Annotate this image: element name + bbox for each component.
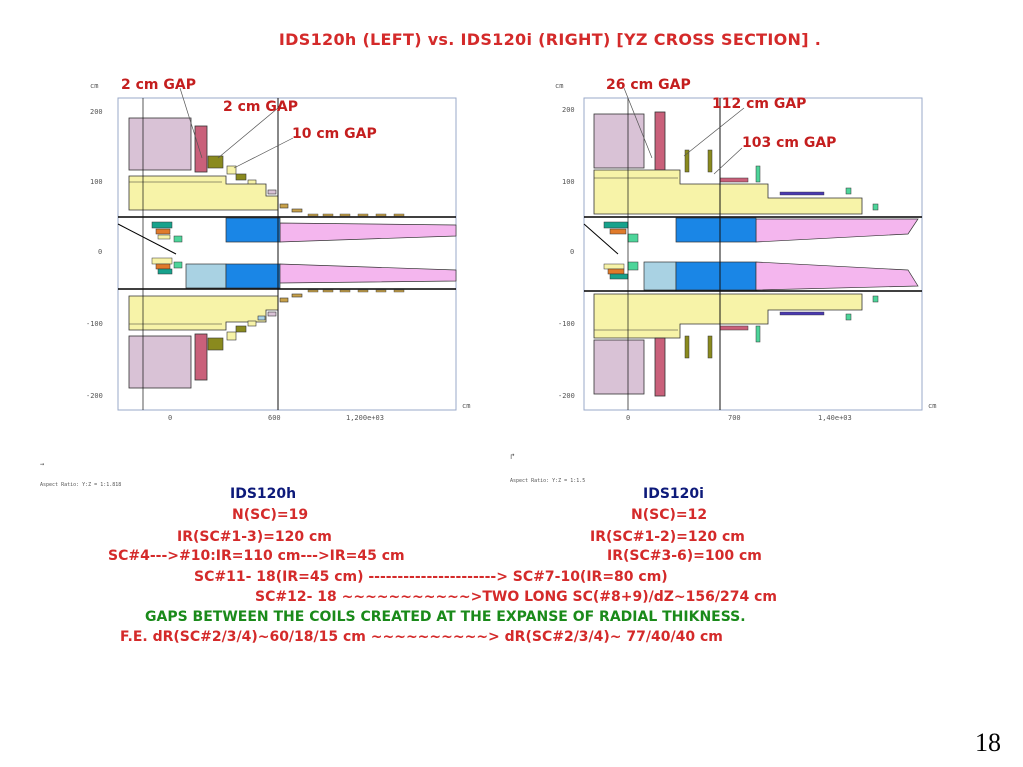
right-coil-pink-bottom bbox=[654, 337, 666, 397]
left-axis-indicator-icon: → bbox=[40, 460, 45, 468]
right-gap-label-2: 112 cm GAP bbox=[712, 96, 807, 112]
left-y-tick: 200 bbox=[90, 108, 103, 116]
right-y-tick: -200 bbox=[558, 392, 575, 400]
left-y-tick: 0 bbox=[98, 248, 103, 256]
left-gap-label-3: 10 cm GAP bbox=[292, 126, 377, 142]
page-number: 18 bbox=[975, 728, 1001, 757]
left-coil-pink-top bbox=[194, 125, 208, 173]
left-y-tick: -100 bbox=[86, 320, 103, 328]
left-taper-bottom bbox=[279, 263, 457, 284]
ir-right: IR(SC#1-2)=120 cm bbox=[590, 529, 745, 545]
left-gap-label-2: 2 cm GAP bbox=[223, 99, 298, 115]
right-coil-lilac-top bbox=[593, 113, 645, 169]
left-coil-pink-bottom bbox=[194, 333, 208, 381]
left-x-tick: 1,200e+03 bbox=[346, 414, 384, 422]
left-y-tick: -200 bbox=[86, 392, 103, 400]
ir-left: IR(SC#1-3)=120 cm bbox=[177, 529, 332, 545]
nsc-right: N(SC)=12 bbox=[631, 507, 708, 523]
right-y-tick: 100 bbox=[562, 178, 575, 186]
left-y-tick: 100 bbox=[90, 178, 103, 186]
right-x-unit: cm bbox=[928, 402, 937, 410]
left-shield-lightblue bbox=[185, 263, 227, 289]
left-x-unit: cm bbox=[462, 402, 471, 410]
left-aspect-note: Aspect Ratio: Y:Z = 1:1.818 bbox=[40, 482, 122, 488]
left-x-tick: 600 bbox=[268, 414, 281, 422]
label-ids120h: IDS120h bbox=[230, 486, 297, 502]
left-coil-lilac-top bbox=[128, 117, 192, 171]
left-coil-lilac-bottom bbox=[128, 335, 192, 389]
left-x-tick: 0 bbox=[168, 414, 173, 422]
right-shield-blue-top bbox=[675, 217, 757, 243]
right-cross-section-plot bbox=[583, 87, 923, 411]
right-y-tick: 200 bbox=[562, 106, 575, 114]
right-aspect-note: Aspect Ratio: Y:Z = 1:1.5 bbox=[510, 478, 586, 484]
gaps-line: GAPS BETWEEN THE COILS CREATED AT THE EX… bbox=[145, 609, 746, 625]
right-y-tick: 0 bbox=[570, 248, 575, 256]
right-x-tick: 0 bbox=[626, 414, 631, 422]
right-coil-pink-top bbox=[654, 111, 666, 171]
page-title: IDS120h (LEFT) vs. IDS120i (RIGHT) [YZ C… bbox=[278, 30, 822, 49]
right-x-tick: 1,40e+03 bbox=[818, 414, 852, 422]
right-yellow-vessel-top bbox=[593, 169, 863, 215]
right-gap-label-3: 103 cm GAP bbox=[742, 135, 837, 151]
right-axis-indicator-icon: ↱ bbox=[510, 452, 515, 461]
right-x-tick: 700 bbox=[728, 414, 741, 422]
right-taper-bottom bbox=[755, 261, 919, 291]
sc4-left: SC#4--->#10:IR=110 cm--->IR=45 cm bbox=[108, 548, 405, 564]
right-gap-label-1: 26 cm GAP bbox=[606, 77, 691, 93]
right-shield-lightblue bbox=[643, 261, 677, 291]
label-ids120i: IDS120i bbox=[643, 486, 704, 502]
right-y-tick: -100 bbox=[558, 320, 575, 328]
sc11-line: SC#11- 18(IR=45 cm) --------------------… bbox=[194, 569, 668, 585]
left-shield-blue-bottom bbox=[225, 263, 281, 289]
fe-line: F.E. dR(SC#2/3/4)~60/18/15 cm ~~~~~~~~~~… bbox=[120, 629, 723, 645]
sc4-right: IR(SC#3-6)=100 cm bbox=[607, 548, 762, 564]
left-y-unit: cm bbox=[90, 82, 99, 90]
left-yellow-vessel-top bbox=[128, 175, 279, 211]
right-y-unit: cm bbox=[555, 82, 564, 90]
left-gap-label-1: 2 cm GAP bbox=[121, 77, 196, 93]
nsc-left: N(SC)=19 bbox=[232, 507, 309, 523]
left-shield-blue-top bbox=[225, 217, 281, 243]
sc12-line: SC#12- 18 ~~~~~~~~~~~>TWO LONG SC(#8+9)/… bbox=[255, 589, 777, 605]
right-coil-lilac-bottom bbox=[593, 339, 645, 395]
right-shield-blue-bottom bbox=[675, 261, 757, 291]
left-cross-section-plot bbox=[117, 87, 457, 411]
right-yellow-vessel-bottom bbox=[593, 293, 863, 339]
